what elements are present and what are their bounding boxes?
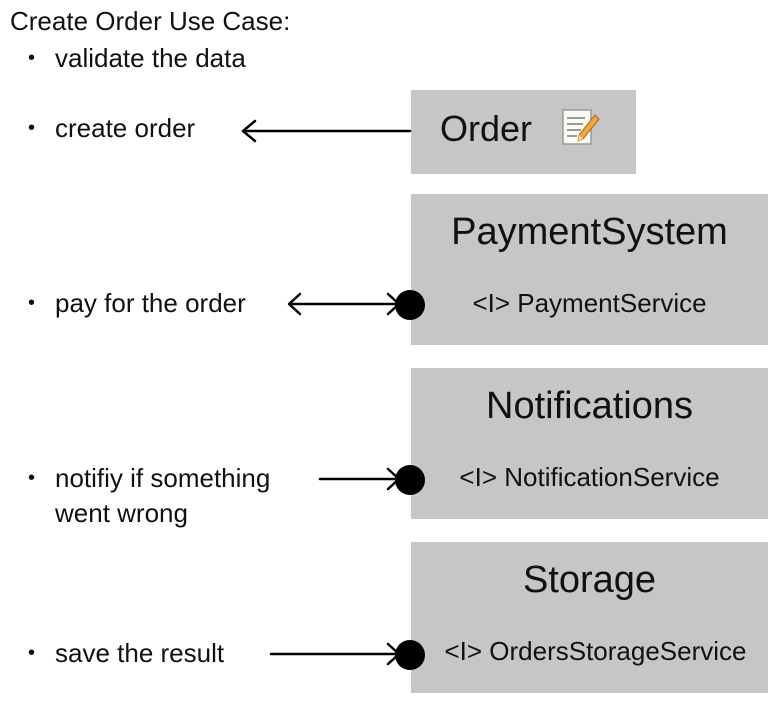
bullet-text-line2: went wrong [55,498,188,528]
bullet-dot: • [28,47,36,69]
order-box: Order [411,90,636,174]
arrow-order-to-create [241,119,412,143]
payment-service-interface: <I> PaymentService [472,288,707,318]
arrow-pay-to-payment-service [287,292,401,316]
notifications-title: Notifications [486,385,693,427]
page-title: Create Order Use Case: [10,6,291,36]
bullet-dot: • [28,117,36,139]
bullet-dot: • [28,467,36,489]
storage-box: Storage <I> OrdersStorageService [411,542,768,693]
arrow-save-to-storage-service [269,642,401,666]
bullet-text: pay for the order [55,288,246,318]
memo-icon [562,109,600,145]
bullet-text-line1: notifiy if something [55,463,271,493]
bullet-dot: • [28,292,36,314]
bullet-text: create order [55,113,196,143]
arrow-notify-to-notification-service [318,467,401,491]
bullet-text: validate the data [55,43,246,73]
notification-service-interface: <I> NotificationService [459,462,720,492]
storage-port-circle [395,640,425,670]
payment-system-title: PaymentSystem [451,211,728,253]
payment-system-box: PaymentSystem <I> PaymentService [411,194,768,345]
order-box-title: Order [439,108,533,149]
payment-port-circle [395,290,425,320]
bullet-text: save the result [55,638,225,668]
notifications-box: Notifications <I> NotificationService [411,368,768,519]
bullet-dot: • [28,642,36,664]
notification-port-circle [395,465,425,495]
orders-storage-service-interface: <I> OrdersStorageService [444,636,747,666]
storage-title: Storage [522,559,657,601]
